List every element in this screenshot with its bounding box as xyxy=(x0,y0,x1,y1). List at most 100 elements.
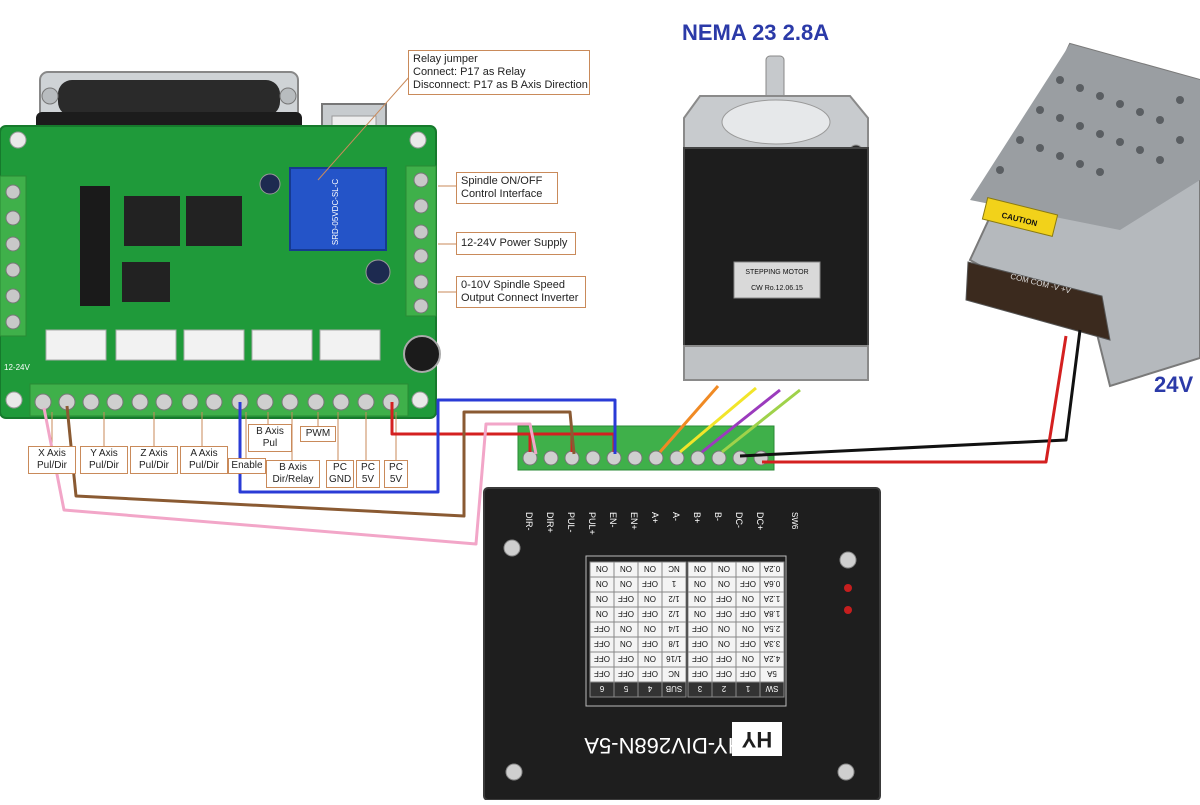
wires xyxy=(42,329,1082,546)
motor-back-plate xyxy=(683,345,869,381)
wire-purple-coil xyxy=(701,388,781,454)
pin-label-enable: Enable xyxy=(228,458,266,474)
buffer-ic xyxy=(122,262,170,302)
relay: SRD-05VDC-SL-C xyxy=(289,167,387,251)
table-cell: ON xyxy=(694,564,706,573)
driver-ic xyxy=(186,196,242,246)
settings-table: SUB456NCOFFOFFOFF1/16ONOFFOFF1/8OFFONOFF… xyxy=(589,561,687,698)
pin-label-line: 5V xyxy=(389,474,403,485)
table-cell: ON xyxy=(718,639,730,648)
settings-table: SW1235AOFFOFFOFF4.2AONOFFOFF3.3AOFFONOFF… xyxy=(687,561,785,698)
table-cell: 6 xyxy=(599,684,604,693)
wire-black-gnd xyxy=(739,329,1082,458)
table-cell: 4.2A xyxy=(763,654,780,663)
spindle-onoff-callout: Spindle ON/OFF Control Interface xyxy=(456,172,558,204)
table-cell: OFF xyxy=(642,609,658,618)
mount-hole xyxy=(5,391,23,409)
table-cell: 2.5A xyxy=(763,624,780,633)
stepper-driver: DIR- DIR+ PUL- PUL+ EN- EN+ A+ A- B+ B- … xyxy=(483,425,881,801)
table-cell: OFF xyxy=(594,624,610,633)
psu-caution-sticker xyxy=(981,197,1059,237)
wire-blue-enable xyxy=(238,398,617,494)
driver-model: HY-DIV268N-5A xyxy=(584,733,744,758)
table-cell: 1.8A xyxy=(763,609,780,618)
table-cell: OFF xyxy=(740,669,756,678)
pin-label-line: Enable xyxy=(231,460,263,471)
table-cell: OFF xyxy=(716,609,732,618)
callout-line: Disconnect: P17 as B Axis Direction xyxy=(413,79,588,91)
terminal-name: A+ xyxy=(650,512,660,523)
table-cell: 5 xyxy=(623,684,628,693)
table-cell-bg xyxy=(687,561,713,578)
table-cell: 5A xyxy=(766,669,776,678)
table-cell: ON xyxy=(742,594,754,603)
mount-hole xyxy=(9,131,27,149)
callout-line: Output Connect Inverter xyxy=(461,292,579,304)
driver-led xyxy=(844,584,852,592)
pin-label-line: A Axis xyxy=(190,448,218,459)
pin-label-leaders xyxy=(51,412,397,460)
table-cell: OFF xyxy=(740,579,756,588)
table-cell: ON xyxy=(596,564,608,573)
terminal-name: PUL- xyxy=(566,512,576,533)
terminal-name: PUL+ xyxy=(587,512,597,535)
table-cell: ON xyxy=(644,624,656,633)
relay-jumper-callout: Relay jumper Connect: P17 as Relay Disco… xyxy=(408,50,590,95)
capacitor-large xyxy=(403,335,441,373)
table-cell: ON xyxy=(694,594,706,603)
driver-terminal-names: DIR- DIR+ PUL- PUL+ EN- EN+ A+ A- B+ B- … xyxy=(524,512,765,535)
table-cell: OFF xyxy=(594,654,610,663)
pin-label-line: 5V xyxy=(361,474,375,485)
stepper-motor: STEPPING MOTOR CW Ro.12.06.15 xyxy=(683,55,869,381)
pin-label-pc-5v-b: PC 5V xyxy=(384,460,408,488)
table-cell: 1/16 xyxy=(666,654,682,663)
pin-label-y-axis: Y Axis Pul/Dir xyxy=(80,446,128,474)
breakout-board: SRD-05VDC-SL-C 12-24V xyxy=(0,71,441,419)
table-cell: NC xyxy=(668,669,680,678)
motor-label-line2: CW Ro.12.06.15 xyxy=(751,285,803,292)
table-cell: ON xyxy=(596,579,608,588)
pin-label-line: PC xyxy=(333,462,347,473)
axis-header-connectors xyxy=(45,329,381,361)
psu-perforated-top xyxy=(970,44,1200,230)
wire-yellow-coil xyxy=(679,386,757,454)
table-cell: SW xyxy=(765,684,778,693)
table-cell: ON xyxy=(742,564,754,573)
motor-body xyxy=(683,147,869,359)
power-supply: CAUTION COM COM -V +V xyxy=(965,42,1200,388)
table-cell: OFF xyxy=(740,609,756,618)
table-cell: SUB xyxy=(666,684,682,693)
callout-line: Connect: P17 as Relay xyxy=(413,66,526,78)
table-cell: 1/2 xyxy=(668,609,680,618)
motor-label-line1: STEPPING MOTOR xyxy=(745,269,808,276)
pin-label-line: PWM xyxy=(305,428,331,439)
table-cell: OFF xyxy=(692,639,708,648)
table-cell: OFF xyxy=(692,654,708,663)
callout-line: 12-24V Power Supply xyxy=(461,237,568,249)
table-cell: ON xyxy=(718,564,730,573)
optocoupler-array xyxy=(80,186,110,306)
pin-label-line: B Axis xyxy=(279,462,307,473)
table-cell: ON xyxy=(718,624,730,633)
pin-label-pwm: PWM xyxy=(300,426,336,442)
driver-led xyxy=(844,606,852,614)
table-cell: 0.2A xyxy=(763,564,780,573)
callout-line: Relay jumper xyxy=(413,53,478,65)
wire-red-5v xyxy=(390,402,532,452)
table-cell: ON xyxy=(742,624,754,633)
pin-label-line: B Axis xyxy=(256,426,284,437)
terminal-name: DIR- xyxy=(524,512,534,531)
driver-terminal-block xyxy=(517,425,775,471)
pin-label-line: Pul/Dir xyxy=(36,460,67,471)
table-cell: 0.6A xyxy=(763,579,780,588)
mount-hole xyxy=(409,131,427,149)
wire-orange-coil xyxy=(658,385,720,453)
pin-label-line: Z Axis xyxy=(140,448,168,459)
table-cell: 4 xyxy=(647,684,652,693)
table-cell: ON xyxy=(694,609,706,618)
table-cell: ON xyxy=(596,594,608,603)
table-cell: OFF xyxy=(618,669,634,678)
table-cell: ON xyxy=(620,639,632,648)
